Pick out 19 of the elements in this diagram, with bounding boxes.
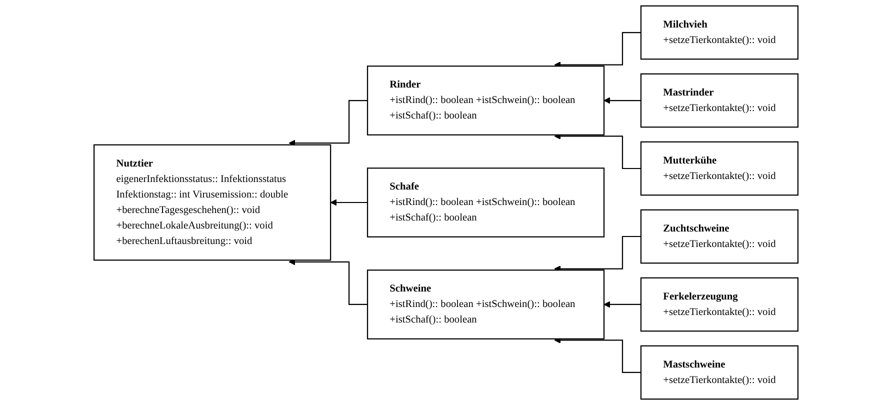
node-box: Zuchtschweine +setzeTierkontakte():: void: [640, 209, 798, 264]
arrow: [288, 100, 368, 146]
node-box: Schweine +istRind():: boolean +istSchwein():: boolean +istSchaf():: boolean: [366, 270, 605, 340]
node-box: Mastschweine +setzeTierkontakte():: void: [640, 345, 798, 400]
arrow: [330, 199, 368, 206]
node-box: Ferkelerzeugung +setzeTierkontakte():: void: [640, 277, 798, 332]
node-box: Milchvieh +setzeTierkontakte():: void: [640, 5, 798, 60]
node-box: Rinder +istRind():: boolean +istSchwein():: boolean +istSchaf():: boolean: [366, 66, 605, 136]
arrow: [604, 97, 642, 104]
arrow: [554, 32, 642, 68]
arrow: [554, 236, 642, 272]
node-box: Schafe +istRind():: boolean +istSchwein():: boolean +istSchaf():: boolean: [366, 168, 605, 238]
arrow: [554, 336, 642, 374]
node-box: Mastrinder +setzeTierkontakte():: void: [640, 73, 798, 128]
node-box: Nutztier eigenerInfektionsstatus:: Infektionsstatus Infektionstag:: int Virusemission:: double +berechneTagesgeschehen():: void +berechneLokaleAusbreitung():: void +berechenLuftausbreitung:: void: [94, 144, 332, 261]
arrow: [604, 301, 642, 308]
node-box: Mutterkühe +setzeTierkontakte():: void: [640, 141, 798, 196]
arrow: [288, 258, 368, 306]
arrow: [554, 132, 642, 170]
